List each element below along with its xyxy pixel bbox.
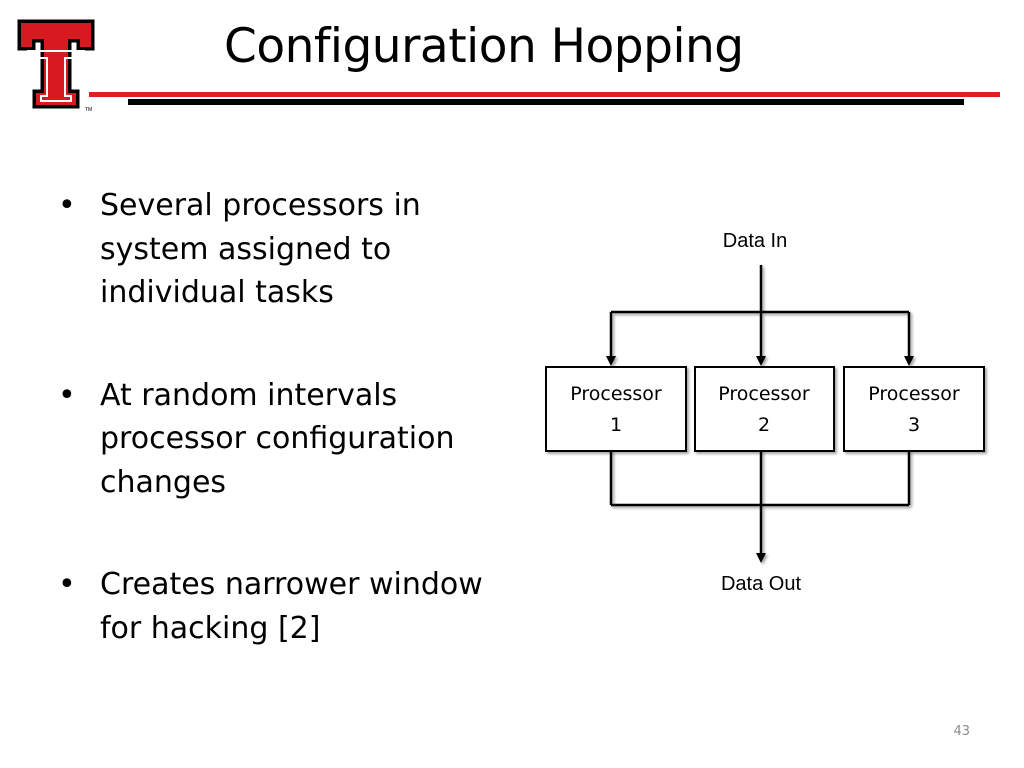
bullet-symbol: • <box>58 567 76 602</box>
bullet-symbol: • <box>58 188 76 223</box>
data-in-label: Data In <box>723 230 787 252</box>
processor-2-box <box>694 366 835 452</box>
processor-1-label: Processor <box>570 383 662 405</box>
processor-3-number: 3 <box>908 414 920 436</box>
bullet-item: • At random intervals processor configur… <box>58 374 508 505</box>
processor-2-label: Processor <box>718 383 810 405</box>
bullet-item: • Creates narrower window for hacking [2… <box>58 563 508 650</box>
double-t-logo-icon: TM <box>17 17 95 112</box>
bullet-text: Several processors in system assigned to… <box>100 188 421 310</box>
processor-3-box <box>843 366 985 452</box>
processor-3-label: Processor <box>868 383 960 405</box>
bullet-text: Creates narrower window for hacking [2] <box>100 567 483 646</box>
processor-1-number: 1 <box>610 414 622 436</box>
bullet-text: At random intervals processor configurat… <box>100 377 455 500</box>
bullet-item: • Several processors in system assigned … <box>58 184 508 315</box>
processor-diagram: Data In Processor 1 Processor 2 Processo… <box>545 230 985 595</box>
slide-title: Configuration Hopping <box>224 19 744 74</box>
processor-2-number: 2 <box>758 414 770 436</box>
trademark-label: TM <box>85 107 92 112</box>
header-rule-black <box>128 99 964 105</box>
page-number: 43 <box>953 724 970 739</box>
processor-1-box <box>545 366 687 452</box>
data-out-label: Data Out <box>721 573 801 595</box>
bullet-list: • Several processors in system assigned … <box>58 184 508 650</box>
bullet-symbol: • <box>58 377 76 413</box>
header-rule-red <box>89 92 1000 97</box>
